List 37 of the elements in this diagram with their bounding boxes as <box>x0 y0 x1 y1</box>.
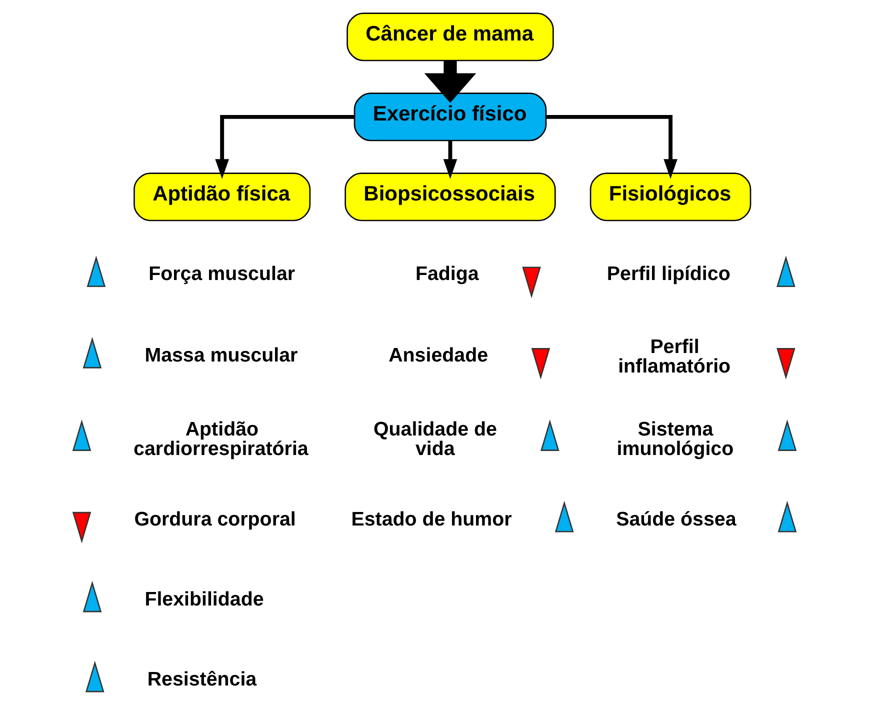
node-uparrow <box>72 420 92 451</box>
label: Aptidão cardiorrespiratória <box>134 418 308 460</box>
label: Qualidade de vida <box>374 418 497 460</box>
arrow <box>546 114 678 179</box>
label: Gordura corporal <box>134 508 296 530</box>
label: Perfil lipídico <box>606 263 730 286</box>
node-uparrow <box>540 420 560 451</box>
label: Sistema imunológico <box>616 418 734 460</box>
node-box: Aptidão física <box>134 172 311 222</box>
label: Estado de humor <box>351 508 512 530</box>
node-uparrow <box>85 660 104 692</box>
label: Saúde óssea <box>616 508 736 530</box>
node-downarrow <box>531 348 550 380</box>
arrow <box>215 114 354 179</box>
label: Fadiga <box>415 263 479 286</box>
label: Resistência <box>147 668 257 690</box>
node-uparrow <box>554 500 574 532</box>
node-uparrow <box>82 580 102 612</box>
label: Ansiedade <box>388 344 488 366</box>
node-box: Biopsicossociais <box>344 172 556 222</box>
node-uparrow <box>778 420 797 451</box>
label: Flexibilidade <box>144 588 264 610</box>
label: Força muscular <box>148 263 296 286</box>
node-box: Fisiológicos <box>590 172 752 222</box>
node-downarrow <box>522 266 541 298</box>
node-box: Câncer de mama <box>346 12 554 62</box>
label: Massa muscular <box>144 344 298 366</box>
node-box: Exercício físico <box>354 92 547 142</box>
label: Perfil inflamatório <box>618 336 731 378</box>
node-uparrow <box>776 256 796 288</box>
node-uparrow <box>778 500 797 532</box>
node-downarrow <box>72 512 92 544</box>
node-uparrow <box>82 336 102 368</box>
arrow <box>424 60 476 103</box>
arrow <box>443 140 458 179</box>
node-uparrow <box>86 256 106 288</box>
node-downarrow <box>776 348 796 380</box>
